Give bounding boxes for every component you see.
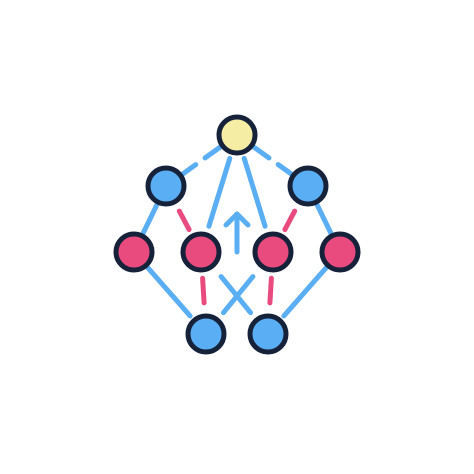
link-ul-m2-seg-0: [176, 208, 192, 233]
link-m4-br-seg-0: [281, 264, 330, 319]
link-top-m2-seg-0: [206, 155, 233, 229]
middle-node-1: [113, 231, 155, 273]
network-links: [140, 141, 334, 319]
link-m3-br-seg-0: [267, 275, 274, 306]
up-arrow-head: [223, 211, 251, 228]
middle-node-3: [252, 231, 294, 273]
top-node: [216, 114, 258, 156]
middle-node-2: [180, 231, 222, 273]
link-m2-bl-seg-0: [200, 275, 207, 306]
link-ur-m3-seg-0: [282, 208, 298, 233]
link-ul-m1-seg-0: [140, 201, 160, 237]
network-nodes: [113, 114, 361, 355]
link-m3-bl-seg-0: [220, 274, 256, 316]
link-m1-bl-seg-0: [144, 264, 193, 319]
upper-left-node: [145, 165, 187, 207]
up-arrow-icon: [223, 211, 251, 255]
link-ur-m4-seg-0: [314, 201, 334, 237]
upper-right-node: [287, 165, 329, 207]
link-top-m3-seg-0: [241, 155, 268, 229]
middle-node-4: [319, 231, 361, 273]
bottom-right-node: [247, 313, 289, 355]
bottom-left-node: [185, 313, 227, 355]
